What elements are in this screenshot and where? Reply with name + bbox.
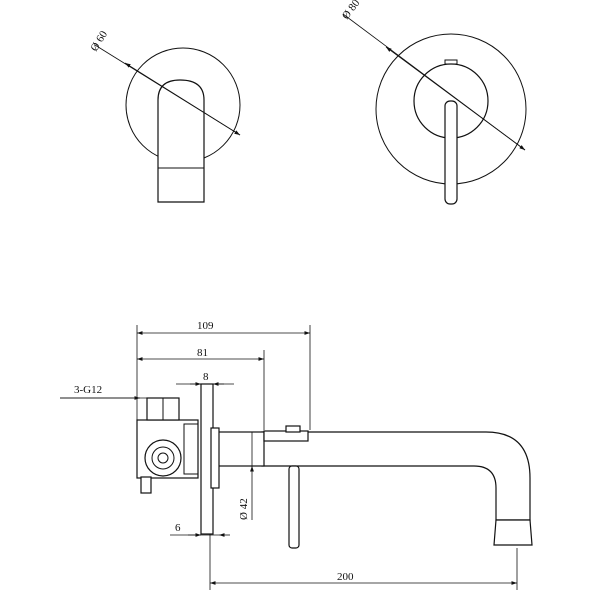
spout-diameter-label: Ø 60 [88, 28, 110, 53]
mixer-lever [444, 100, 458, 205]
spout-collar [217, 431, 265, 467]
mixer-front-view: Ø 80 [340, 0, 527, 205]
dimension-g12-label: 3-G12 [74, 384, 102, 396]
side-view: 109 81 8 3-G12 6 Ø 42 200 [60, 320, 533, 590]
dimension-109-label: 109 [197, 320, 214, 332]
spout-front-view: Ø 60 [88, 28, 241, 203]
handle-top [285, 425, 301, 433]
dimension-6-label: 6 [175, 522, 181, 534]
wall-flange [210, 427, 220, 489]
inlet-connection [144, 439, 182, 477]
dimension-42-label: Ø 42 [238, 498, 250, 520]
spout-pipe [261, 431, 531, 521]
mixer-lever-side [288, 465, 300, 549]
mixer-diameter-label: Ø 80 [340, 0, 363, 22]
dimension-8-label: 8 [203, 371, 209, 383]
spout-aerator [493, 519, 533, 546]
mixer-top-indicator [444, 59, 458, 65]
spout-body [157, 79, 205, 203]
dimension-200-label: 200 [337, 571, 354, 583]
inlet-bottom [140, 476, 152, 494]
dimension-81-label: 81 [197, 347, 208, 359]
